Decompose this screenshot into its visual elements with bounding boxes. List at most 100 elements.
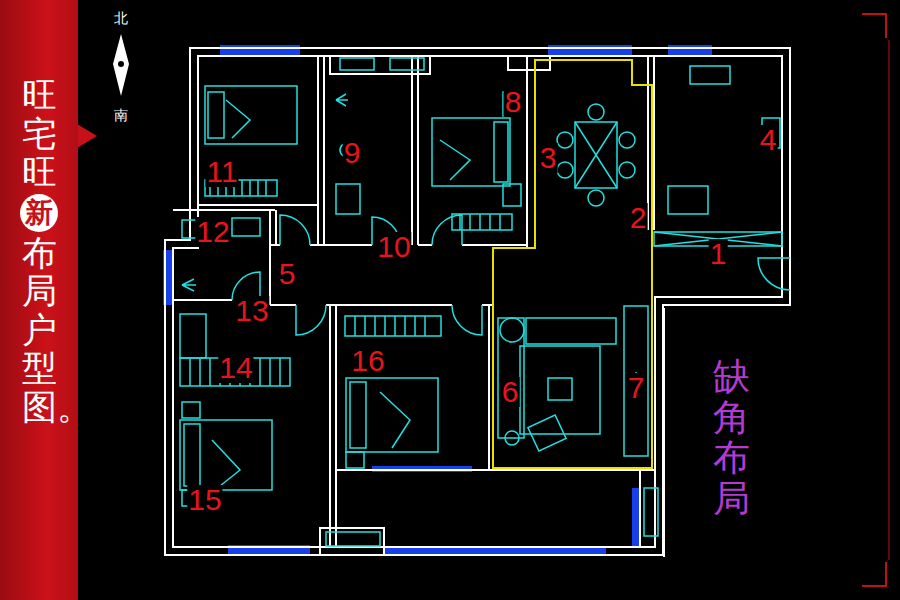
callout-number: 13 [234, 296, 269, 326]
zone-outline [493, 60, 652, 468]
furniture [588, 190, 604, 206]
wall [336, 469, 493, 471]
callout-number: 2 [629, 203, 648, 233]
door-swing [452, 305, 482, 335]
furniture [226, 100, 250, 138]
wall [326, 304, 452, 306]
furniture [624, 306, 648, 456]
highlight-circle: 新 [20, 194, 58, 232]
furniture [336, 94, 348, 106]
wall [639, 470, 641, 547]
furniture [180, 314, 206, 358]
window [668, 45, 712, 56]
callout-number: 9 [343, 138, 362, 168]
furniture [346, 452, 364, 468]
wall [488, 305, 490, 470]
highlight-char: 新 [20, 194, 58, 232]
furniture [619, 162, 635, 178]
furniture [208, 92, 224, 138]
window [163, 45, 712, 556]
wall [198, 204, 318, 206]
furniture [548, 378, 572, 400]
furniture [390, 58, 424, 70]
furniture [184, 424, 200, 486]
furniture [505, 431, 519, 445]
callout-number: 7 [627, 373, 646, 403]
decor-frame [862, 14, 889, 586]
furniture [588, 104, 604, 120]
furniture [205, 86, 297, 144]
vertical-title: 旺宅旺 [22, 76, 57, 192]
decor-frame [862, 14, 886, 38]
furniture [345, 316, 441, 336]
furniture [180, 58, 782, 546]
wall [493, 469, 655, 471]
furniture [500, 318, 524, 342]
vertical-title: 缺角布局 [713, 357, 750, 520]
callout-number: 3 [539, 143, 558, 173]
wall [275, 210, 277, 245]
wall [329, 305, 331, 547]
furniture [557, 132, 573, 148]
callout-number: 6 [501, 377, 520, 407]
compass-label: 北 [114, 11, 128, 25]
furniture [440, 140, 470, 180]
furniture [494, 122, 508, 182]
wall [323, 56, 325, 245]
band-pointer [77, 124, 97, 148]
callout-number: 8 [504, 87, 523, 117]
compass-needle [118, 61, 124, 67]
callout-number: 12 [195, 217, 230, 247]
missing-corner-zone: 缺角布局 [663, 308, 795, 557]
window [548, 45, 632, 56]
compass-needle [113, 34, 129, 96]
callout-number: 1 [709, 239, 728, 269]
wall [320, 528, 384, 555]
door-swing [296, 305, 326, 335]
furniture [644, 488, 658, 536]
wall [330, 56, 430, 74]
wall [418, 244, 432, 246]
wall [653, 56, 655, 230]
furniture [180, 420, 272, 490]
furniture [340, 58, 374, 70]
compass-needle [113, 34, 129, 96]
furniture [350, 382, 366, 448]
furniture [380, 392, 410, 448]
wall [526, 56, 528, 248]
furniture [520, 346, 600, 434]
furniture [575, 122, 617, 188]
wall [417, 56, 419, 245]
title-band: 旺宅旺布局户型图。新 [0, 0, 78, 600]
furniture [336, 184, 360, 214]
wall [335, 305, 337, 547]
decor-frame [889, 40, 890, 560]
furniture [182, 279, 196, 291]
furniture [326, 532, 380, 546]
wall [270, 304, 296, 306]
compass-label: 南 [114, 108, 128, 122]
furniture [232, 218, 260, 236]
furniture [575, 122, 617, 188]
furniture [526, 318, 616, 344]
callout-number: 5 [278, 259, 297, 289]
callout-number: 4 [759, 125, 778, 155]
wall [462, 244, 527, 246]
furniture [212, 440, 240, 486]
wall [310, 244, 372, 246]
wall [173, 209, 275, 211]
wall [165, 48, 790, 555]
callout-number: 14 [218, 353, 253, 383]
wall [173, 56, 782, 547]
wall [165, 48, 790, 555]
door-swing [432, 215, 462, 245]
door-swing [280, 215, 310, 245]
furniture [452, 214, 512, 230]
callout-number: 10 [376, 232, 411, 262]
furniture [346, 378, 438, 452]
furniture [668, 186, 708, 214]
wall [173, 299, 232, 301]
wall [411, 56, 413, 245]
